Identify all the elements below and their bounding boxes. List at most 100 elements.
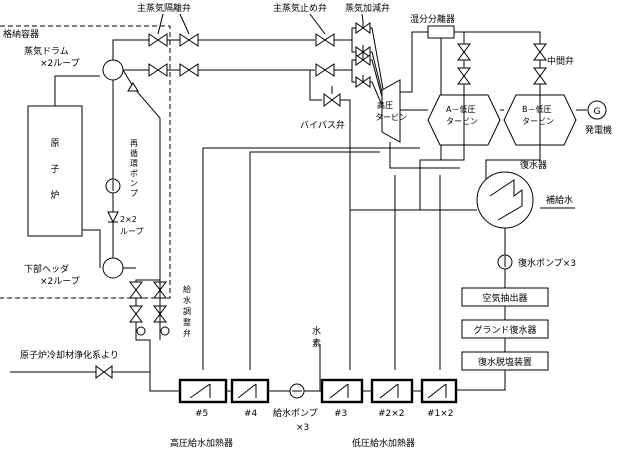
lower-header-label-1: 下部ヘッダ [24, 263, 69, 275]
heater-1 [420, 378, 458, 404]
extraction-4 [249, 151, 380, 370]
msiv-1b [179, 33, 199, 47]
lp-heaters-label: 低圧給水加熱器 [352, 437, 415, 449]
control-valve-2 [355, 45, 371, 58]
fw-valve-actuator-2 [160, 326, 170, 336]
fw-valve-3 [129, 305, 143, 323]
hp-heaters-label: 高圧給水加熱器 [170, 437, 233, 449]
cleanup-valve [95, 365, 113, 379]
recirc-pump-label-3: 環 [130, 159, 138, 168]
b-lp-turbine-label-2: タービン [522, 117, 554, 126]
fw-control-valve-label-2: 水 [183, 295, 191, 305]
containment-boundary [0, 25, 171, 299]
recirc-pump-label-1: 再 [130, 139, 138, 148]
reactor-label-3: 炉 [50, 189, 59, 201]
hp-turbine-label-1: 高圧 [377, 100, 393, 110]
lp-a-exhaust [419, 145, 465, 210]
heater-outlet-line [149, 362, 180, 392]
heater-4 [230, 378, 270, 404]
reactor-label-1: 原 [50, 138, 59, 149]
intermediate-valve-a2 [457, 67, 471, 85]
bypass-valve-b [331, 93, 341, 107]
heater-1-label: #1×2 [427, 409, 454, 419]
cv-line-3 [334, 59, 386, 109]
msiv-2b [179, 63, 199, 77]
feedwater-pump-label-1: 給水ポンプ [273, 407, 318, 419]
loop-2x2-label-2: ループ [120, 227, 144, 236]
loop-2x2-label-1: 2×2 [120, 215, 137, 224]
hp-turbine-label-2: タービン [375, 113, 407, 122]
recirc-check-valve [107, 211, 119, 224]
control-valve-leader [361, 13, 364, 22]
heater-4-label: #4 [244, 409, 258, 419]
lower-header-label-2: ×2ループ [40, 276, 80, 287]
control-valve-3 [355, 53, 371, 66]
drum-check-valve [127, 82, 139, 92]
recirc-pump-label-5: ン [130, 179, 138, 188]
recirc-pump-label-6: プ [130, 189, 138, 198]
heater-2 [370, 378, 414, 404]
msiv-leader-1 [157, 13, 164, 35]
a-lp-turbine-label-1: A－低圧 [446, 104, 475, 114]
heater-5 [178, 378, 228, 404]
bypass-label: バイパス弁 [300, 119, 345, 131]
reactor-label-2: 子 [50, 164, 59, 175]
condenser [476, 171, 534, 229]
heater-2-label: #2×2 [378, 409, 405, 419]
intermediate-valve-b2 [533, 67, 547, 85]
recirc-pump-label-4: ポ [130, 169, 138, 178]
condenser-label: 復水器 [520, 159, 547, 171]
cv-line-1 [334, 27, 386, 101]
containment-label: 格納容器 [3, 28, 39, 40]
gland-condenser-label: グランド復水器 [473, 324, 536, 336]
heater-5-label: #5 [195, 409, 208, 419]
fw-control-valve-label-3: 調 [183, 306, 191, 316]
generator-symbol: G [594, 107, 601, 117]
control-valve-label: 蒸気加減弁 [345, 2, 390, 14]
lp-b-exhaust [485, 145, 541, 180]
drum-feed-line [122, 69, 161, 322]
recirc-pump-label-2: 循 [130, 148, 138, 158]
bypass-to-condenser [340, 99, 351, 210]
hydrogen-label-1: 水 [312, 325, 321, 337]
a-lp-turbine-label-2: タービン [446, 117, 478, 126]
demineralizer-label: 復水脱塩装置 [478, 356, 532, 368]
steam-drum-label-2: ×2ループ [40, 58, 80, 69]
bypass-valve-a [323, 93, 333, 107]
bypass-line [309, 70, 322, 101]
extraction-5 [202, 147, 420, 370]
moisture-separator [427, 25, 455, 39]
steam-drum-label-1: 蒸気ドラム [24, 45, 69, 57]
generator [587, 100, 607, 120]
heater-3 [320, 378, 364, 404]
msiv-leader-2 [179, 13, 190, 35]
feedwater-return-line [135, 279, 160, 362]
msiv-label: 主蒸気隔離弁 [137, 2, 191, 14]
demin-to-heaters [456, 370, 506, 391]
stop-valve-1 [315, 33, 335, 47]
hp-drain [389, 142, 460, 169]
lower-header [102, 257, 124, 279]
reactor [27, 105, 83, 237]
crossover-line [454, 31, 541, 95]
fw-valve-actuator-1 [136, 326, 146, 336]
stop-valve-leader [309, 13, 326, 35]
cleanup-system-label: 原子炉冷却材浄化系より [20, 349, 119, 361]
reactor-downcomer-line [82, 229, 101, 268]
reactor-riser-line [54, 75, 100, 106]
moisture-separator-label: 湿分分離器 [410, 13, 455, 25]
air-ejector-label: 空気抽出器 [482, 292, 527, 304]
steam-drum [102, 59, 124, 81]
condensate-pump-label: 復水ポンプ×3 [518, 257, 576, 269]
msiv-1a [148, 33, 168, 47]
generator-label: 発電機 [585, 124, 612, 136]
makeup-water-label: 補給水 [546, 194, 573, 206]
fw-control-valve-label-1: 給 [183, 284, 191, 294]
control-valve-1 [355, 21, 371, 34]
fw-control-valve-label-5: 弁 [183, 328, 191, 338]
intermediate-valve-label: 中間弁 [547, 55, 574, 67]
hp-turbine [381, 79, 401, 143]
stop-valve-2 [315, 63, 335, 77]
